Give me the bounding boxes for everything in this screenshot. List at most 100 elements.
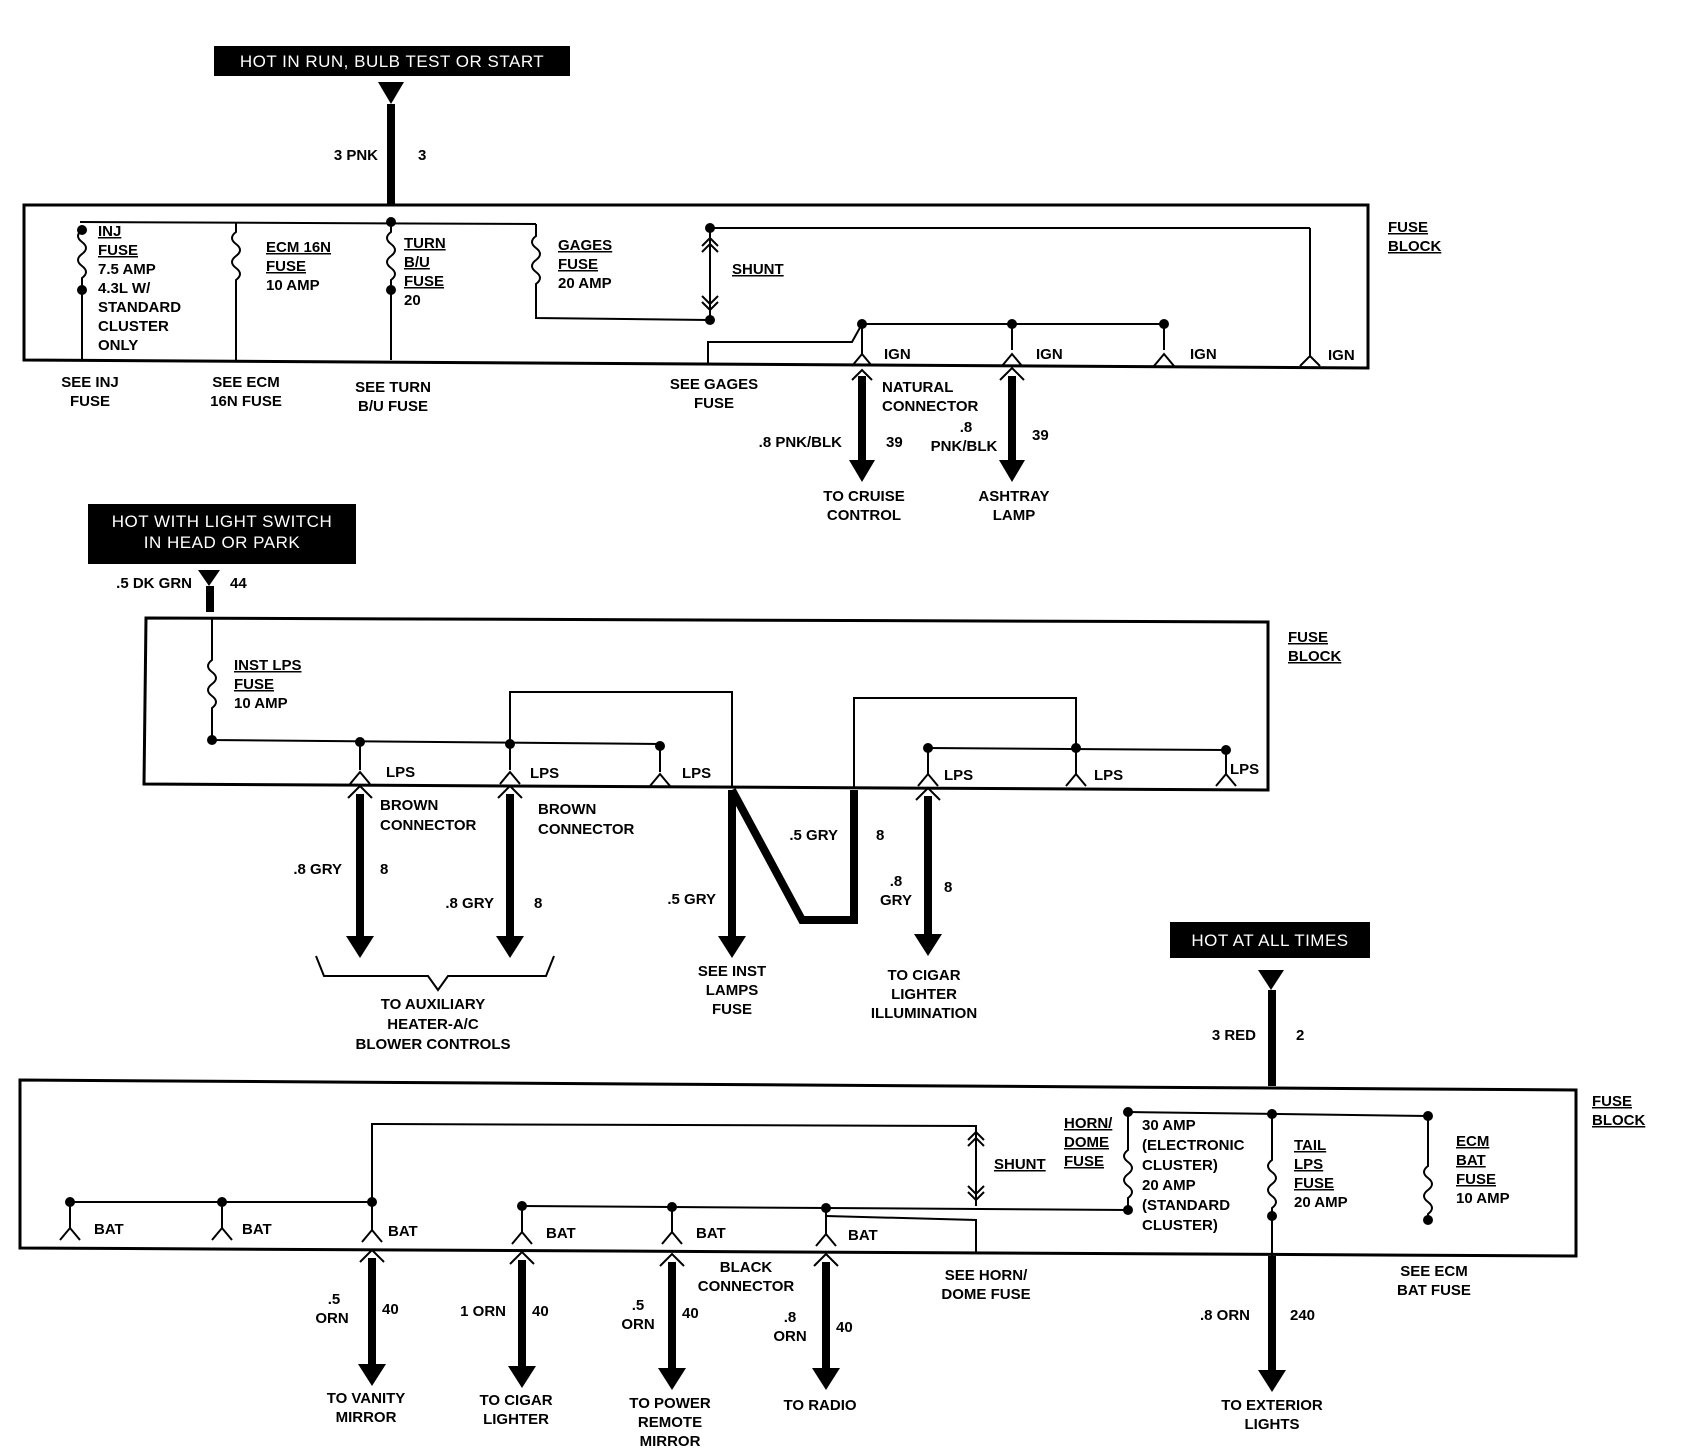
aux1-wire-circuit: 8 [380,861,388,878]
cigar-arrow [508,1366,536,1388]
fuse-gages-symbol [531,224,709,321]
horn-l4: 20 AMP [1142,1177,1196,1194]
section-run-bulb-start: HOT IN RUN, BULB TEST OR START 3 PNK 3 F… [22,46,1441,524]
bat3-terminal [361,1202,383,1243]
shunt-3-wire [371,1122,977,1206]
horn-l2: (ELECTRONIC [1142,1137,1245,1154]
black-connector-l1: BLACK [720,1259,773,1276]
lps2-terminal [499,744,521,785]
fuse-turn-l3: FUSE [404,273,444,290]
aux1-arrow [346,936,374,958]
inst-lamps-wire-color: .5 GRY [667,891,716,908]
fuse-inj-l1: INJ [98,223,121,240]
cigar-illum-dest-l1: TO CIGAR [887,967,960,984]
cruise-wire-circuit: 39 [886,434,903,451]
lps6-label: LPS [1230,761,1259,778]
radio-wire-circuit: 40 [836,1319,853,1336]
bus-1 [79,221,537,225]
cigar-illum-dest-l3: ILLUMINATION [871,1005,977,1022]
fuse-block-2 [142,616,1270,792]
header-run-bulb-start [214,46,570,76]
aux2-wire-color: .8 GRY [445,895,494,912]
cigar-wire-circuit: 40 [532,1303,549,1320]
ashtray-dest-l2: LAMP [993,507,1036,524]
feed2-arrow [198,570,220,586]
ashtray-connector [999,366,1025,381]
aux2-wire-circuit: 8 [534,895,542,912]
see-gages-l1: SEE GAGES [670,376,758,393]
lps5-terminal [1065,748,1087,787]
bat3-label: BAT [388,1223,418,1240]
brown1-connector [347,784,373,799]
feed2-wire-circuit: 44 [230,575,247,592]
lps4-terminal [917,748,939,787]
fuse-inj-l5: STANDARD [98,299,181,316]
cigar-dest-l1: TO CIGAR [479,1392,552,1409]
ign4-label: IGN [1328,347,1355,364]
lps4-label: LPS [944,767,973,784]
horn-feed-wire [825,1207,1129,1211]
ashtray-arrow [999,460,1025,482]
ign3-label: IGN [1190,346,1217,363]
fuse-ecmbat-symbol [1423,1116,1433,1220]
see-inj-l1: SEE INJ [61,374,119,391]
fuse-instlps-symbol [207,618,661,745]
ecmbat-l1: ECM [1456,1133,1489,1150]
shunt-1-arrows [701,236,719,312]
fuse-block-3 [18,1078,1578,1258]
cigar-connector [509,1250,535,1265]
tail-l4: 20 AMP [1294,1194,1348,1211]
vanity-dest-l1: TO VANITY [327,1390,406,1407]
ign2-terminal [1001,352,1023,367]
mirror-wire-top: .5 [632,1297,645,1314]
ashtray-wire-color: PNK/BLK [931,438,998,455]
cruise-wire-color: .8 PNK/BLK [759,434,843,451]
shunt-3-arrows [967,1130,985,1202]
radio-wire-top: .8 [784,1309,797,1326]
inst-lamps-wire [728,788,858,938]
vanity-wire-circuit: 40 [382,1301,399,1318]
mirror-dest-l2: REMOTE [638,1414,702,1431]
ign2-label: IGN [1036,346,1063,363]
fuse-block-3-label-1: FUSE [1592,1093,1632,1110]
exterior-dest-l2: LIGHTS [1245,1416,1300,1433]
see-ecmbat-l1: SEE ECM [1400,1263,1468,1280]
fuse-horn-symbol [1123,1112,1133,1210]
bat1-terminal [59,1202,81,1241]
fuse-inj-l7: ONLY [98,337,138,354]
cigar-illum-connector [915,786,941,801]
tail-l2: LPS [1294,1156,1323,1173]
fuse-block-1-label-2: BLOCK [1388,238,1441,255]
brown1-l1: BROWN [380,797,438,814]
lps5-label: LPS [1094,767,1123,784]
horn-l6: CLUSTER) [1142,1217,1218,1234]
shunt-1-bottom [705,315,715,325]
lps-jumper-left [509,691,733,786]
vanity-wire-top: .5 [328,1291,341,1308]
see-inj-l2: FUSE [70,393,110,410]
radio-arrow [812,1368,840,1390]
aux-bracket [315,955,555,992]
aux1-wire-color: .8 GRY [293,861,342,878]
header-run-bulb-start-text: HOT IN RUN, BULB TEST OR START [240,52,544,71]
ign1-terminal [851,324,873,367]
bus-3 [1127,1111,1429,1117]
fuse-block-2-label-2: BLOCK [1288,648,1341,665]
radio-connector [813,1252,839,1267]
exterior-wire-circuit: 240 [1290,1307,1315,1324]
shunt-1-label: SHUNT [732,261,784,278]
brown2-connector [497,784,523,799]
inst-lamps-wire2-circuit: 8 [876,827,884,844]
fuse-turn-symbol [386,222,396,360]
mirror-wire-color: ORN [621,1316,654,1333]
mirror-connector [659,1252,685,1267]
bat4-label: BAT [546,1225,576,1242]
ign3-terminal [1153,352,1175,367]
lps1-label: LPS [386,764,415,781]
ashtray-wire-circuit: 39 [1032,427,1049,444]
ashtray-wire-top: .8 [960,419,973,436]
fuse-turn-l4: 20 [404,292,421,309]
brown2-l2: CONNECTOR [538,821,635,838]
bat2-label: BAT [242,1221,272,1238]
